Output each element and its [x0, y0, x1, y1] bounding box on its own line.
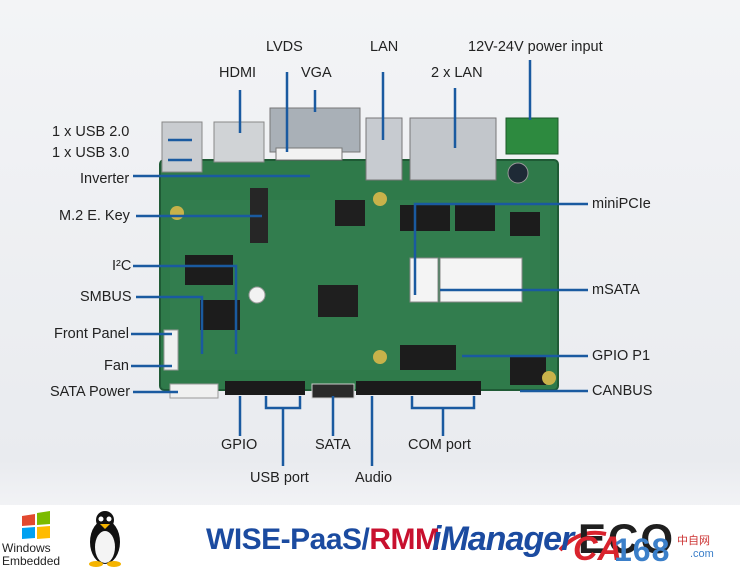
usb-connector [161, 121, 203, 173]
power-connector [505, 117, 559, 155]
label-hdmi: HDMI [219, 65, 257, 81]
wise-paas-text: WISE-PaaS/ [206, 523, 370, 556]
label-com-port: COM port [408, 437, 471, 453]
dual-lan-connector [409, 117, 497, 181]
label-sata: SATA [315, 437, 351, 453]
front-panel-header [163, 329, 179, 371]
imanager-logo: iManager [432, 520, 574, 558]
label-minipcie: miniPCIe [592, 196, 651, 212]
label-usb-port: USB port [250, 470, 309, 486]
windows-text: Windows [2, 541, 51, 555]
embedded-text: Embedded [2, 554, 61, 568]
lvds-connector [275, 147, 343, 161]
ca168-number: 168 [614, 532, 671, 568]
eco-logo: ECO [578, 515, 676, 562]
label-lan: LAN [370, 39, 399, 55]
rmm-text: RMM [369, 523, 440, 556]
header-audio-com [356, 381, 481, 395]
leader-lines [131, 60, 588, 466]
label-gpio: GPIO [221, 437, 258, 453]
linux-penguin-icon [89, 511, 121, 567]
site-name-cn: 中自网 [677, 535, 710, 547]
chip [510, 212, 540, 236]
label-m2-ekey: M.2 E. Key [59, 208, 130, 224]
label-msata: mSATA [592, 282, 640, 298]
label-inverter: Inverter [80, 171, 130, 187]
capacitor [507, 162, 529, 184]
label-canbus: CANBUS [592, 383, 653, 399]
windows-embedded-logo: Windows Embedded [2, 542, 60, 568]
wise-paas-rmm-logo: WISE-PaaS/RMM [206, 523, 440, 557]
label-2x-lan: 2 x LAN [431, 65, 483, 81]
mount-hole [373, 192, 387, 206]
label-smbus: SMBUS [80, 289, 132, 305]
label-fan: Fan [104, 358, 129, 374]
chip [510, 355, 546, 385]
swoosh-icon [558, 530, 607, 552]
chip [400, 205, 450, 231]
label-audio: Audio [355, 470, 393, 486]
label-front-panel: Front Panel [54, 326, 129, 342]
mount-hole [373, 350, 387, 364]
label-sata-power: SATA Power [50, 384, 131, 400]
label-gpio-p1: GPIO P1 [592, 348, 651, 364]
chip [455, 205, 495, 231]
chip [318, 285, 358, 317]
chip [200, 300, 240, 330]
chip [335, 200, 365, 226]
label-usb30: 1 x USB 3.0 [52, 145, 130, 161]
label-i2c: I²C [112, 258, 132, 274]
mount-hole [542, 371, 556, 385]
chip [185, 255, 233, 285]
chip [400, 345, 456, 370]
label-vga: VGA [301, 65, 332, 81]
msata-slot [439, 257, 523, 303]
ca-watermark: CA [573, 530, 623, 568]
site-domain: .com [690, 548, 714, 560]
label-usb20: 1 x USB 2.0 [52, 124, 130, 140]
label-lvds: LVDS [266, 39, 303, 55]
logo-sticker [248, 286, 266, 304]
label-power-input: 12V-24V power input [468, 39, 603, 55]
logo-strip [0, 505, 740, 576]
windows-flag-icon [22, 511, 50, 539]
header-gpio-usb [225, 381, 305, 395]
